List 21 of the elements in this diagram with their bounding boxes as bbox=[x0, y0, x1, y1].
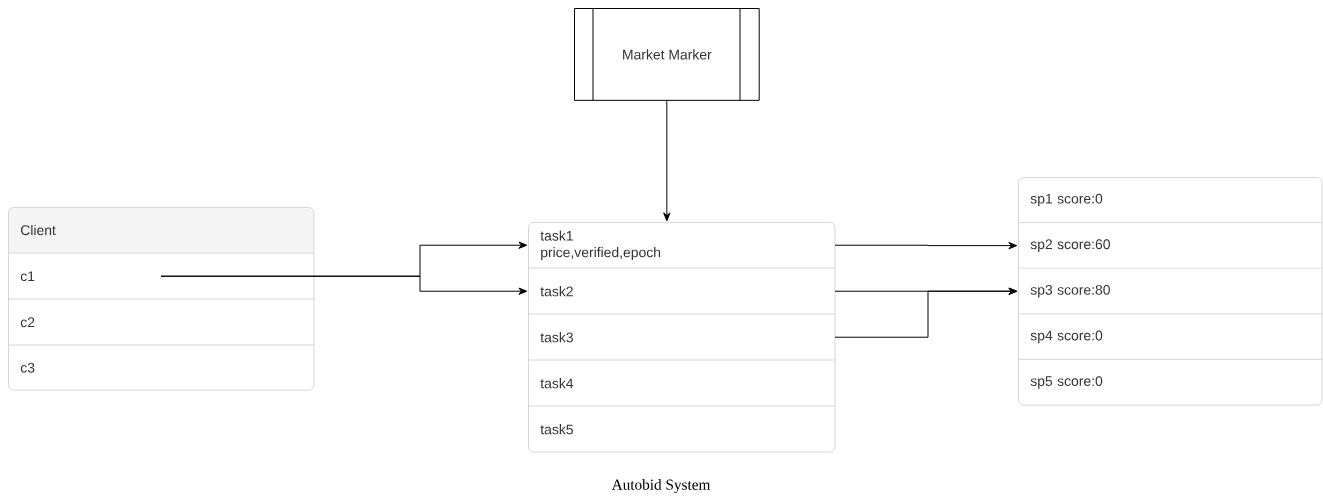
list-row: task2 bbox=[527, 286, 836, 315]
list-row: c1 bbox=[7, 271, 315, 300]
connector-arrow bbox=[160, 275, 528, 295]
caption: Autobid System bbox=[611, 479, 711, 493]
connector-arrow bbox=[834, 287, 1018, 338]
list-row: sp2 score:60 bbox=[1017, 239, 1323, 269]
connector-arrow bbox=[834, 241, 1018, 250]
list-row: task4 bbox=[527, 378, 836, 407]
connector-arrow bbox=[663, 100, 671, 222]
table-panel bbox=[528, 222, 836, 453]
list-row: sp5 score:0 bbox=[1030, 376, 1103, 389]
list-row: sp3 score:80 bbox=[1017, 284, 1323, 315]
list-row: c2 bbox=[7, 317, 315, 346]
process-box: Market Marker bbox=[574, 7, 760, 101]
list-row: sp4 score:0 bbox=[1017, 330, 1323, 360]
list-row: task5 bbox=[540, 424, 573, 435]
list-row: c3 bbox=[20, 362, 35, 373]
list-row: task1 price,verified,epoch bbox=[527, 230, 836, 269]
list-row: task3 bbox=[527, 332, 836, 361]
table-panel bbox=[1018, 177, 1323, 406]
list-row: sp1 score:0 bbox=[1017, 193, 1323, 224]
